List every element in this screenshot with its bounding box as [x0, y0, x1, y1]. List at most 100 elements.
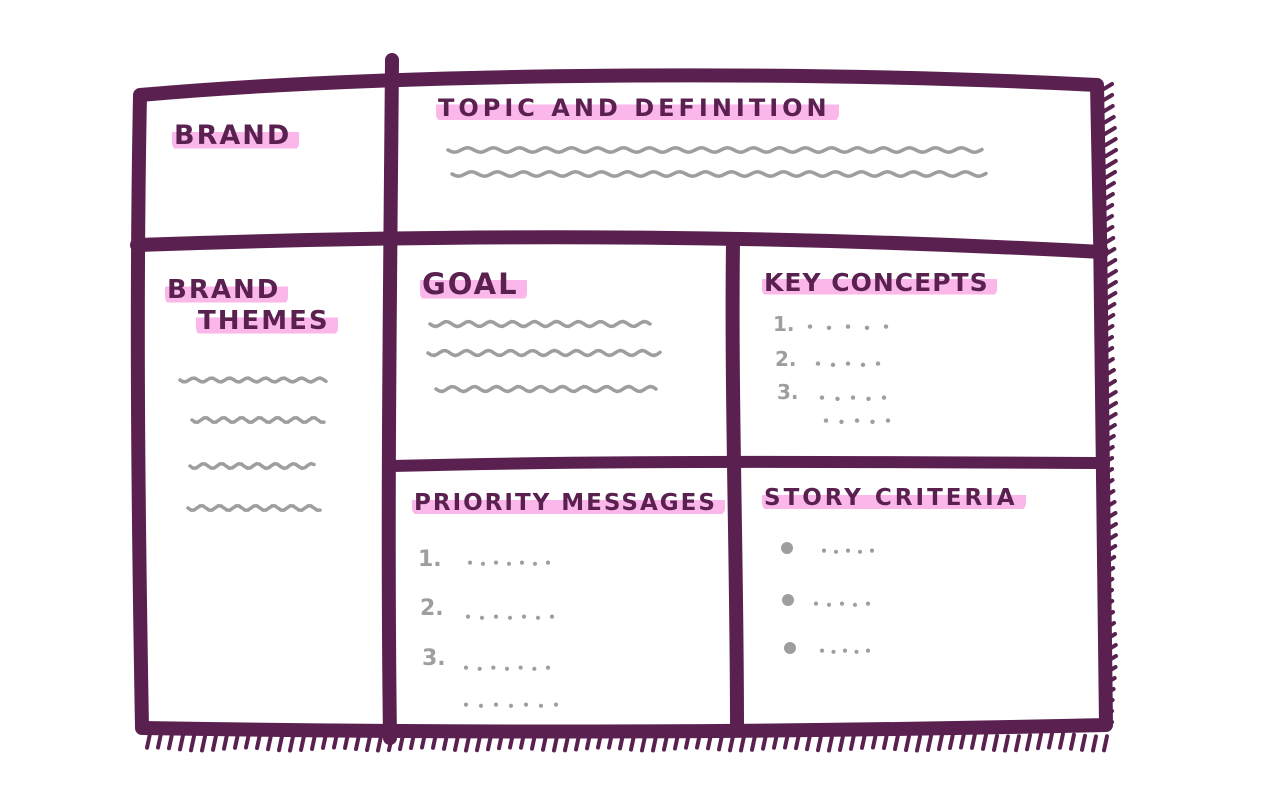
hatch-mark: [376, 734, 383, 753]
hatch-mark: [497, 732, 504, 751]
hatch-mark: [233, 731, 240, 750]
hatch-mark: [310, 732, 317, 751]
hatch-mark: [849, 732, 856, 751]
placeholder-dot: [493, 560, 499, 565]
hatch-mark: [1102, 621, 1117, 631]
hatch-mark: [442, 732, 449, 751]
hatch-mark: [1100, 588, 1115, 598]
scribble-line: [190, 416, 326, 424]
placeholder-dot: [845, 324, 851, 329]
divider-header: [130, 230, 1109, 259]
hatch-mark: [1103, 148, 1118, 158]
placeholder-dot: [538, 703, 544, 708]
placeholder-dot: [532, 666, 537, 671]
hatch-mark: [255, 732, 262, 751]
divider-lower: [386, 455, 1110, 472]
placeholder-dot: [493, 614, 499, 619]
hatch-mark: [739, 734, 746, 753]
hatch-mark: [1101, 687, 1116, 697]
hatch-mark: [684, 731, 691, 750]
hatch-mark: [1100, 698, 1115, 708]
hatch-mark: [706, 732, 713, 751]
goal-label-text: GOAL: [420, 267, 527, 301]
hatch-mark: [1103, 643, 1118, 653]
placeholder-dot: [493, 702, 499, 707]
divider-middle: [725, 235, 744, 735]
hatch-mark: [145, 731, 152, 750]
placeholder-dot: [854, 418, 860, 423]
placeholder-dot: [831, 649, 836, 654]
hatch-mark: [1103, 390, 1118, 400]
placeholder-dot: [830, 362, 836, 367]
placeholder-dot: [463, 665, 469, 670]
hatch-mark: [651, 734, 658, 753]
placeholder-dot: [819, 395, 825, 400]
hatch-mark: [1101, 181, 1116, 191]
placeholder-dot: [852, 602, 858, 607]
hatch-mark: [288, 734, 295, 753]
hatch-mark: [431, 731, 438, 750]
hatch-mark: [1102, 126, 1117, 136]
hatch-mark: [178, 733, 185, 752]
placeholder-dot: [835, 396, 840, 401]
hatch-mark: [1103, 544, 1118, 554]
hatch-mark: [871, 731, 878, 750]
placeholder-dot: [549, 614, 555, 619]
placeholder-dot: [553, 702, 559, 707]
hatch-mark: [981, 732, 988, 751]
topic-label-text: TOPIC AND DEFINITION: [436, 94, 839, 122]
hatch-mark: [398, 733, 405, 752]
placeholder-dot: [523, 702, 529, 707]
hatch-mark: [1102, 734, 1109, 753]
hatch-mark: [343, 731, 350, 750]
hatch-mark: [365, 734, 372, 753]
placeholder-dot: [521, 614, 527, 619]
key-concepts-number-3: 3.: [777, 380, 799, 404]
hatch-mark: [937, 733, 944, 752]
hatch-mark: [662, 733, 669, 752]
hatch-mark: [409, 732, 416, 751]
scribble-line: [450, 170, 988, 178]
scribble-line: [178, 376, 328, 384]
brand-themes-label-line2: THEMES: [196, 306, 338, 336]
hatch-mark: [882, 731, 889, 750]
placeholder-dot: [463, 702, 469, 707]
hatch-mark: [1080, 733, 1087, 752]
hatch-mark: [1100, 709, 1115, 719]
hatch-mark: [1101, 610, 1116, 620]
hatch-mark: [1103, 665, 1118, 675]
placeholder-dot: [839, 419, 844, 424]
hatch-mark: [530, 732, 537, 751]
scribble-line: [434, 384, 658, 394]
hatch-mark: [673, 732, 680, 751]
placeholder-dot: [854, 649, 859, 654]
hatch-mark: [420, 731, 427, 750]
placeholder-dot: [518, 665, 523, 670]
key-concepts-number-1: 1.: [773, 312, 795, 336]
scribble-line: [428, 319, 652, 329]
placeholder-dot: [807, 324, 813, 329]
hatch-mark: [1103, 533, 1118, 543]
hatch-mark: [794, 732, 801, 751]
placeholder-dot: [480, 561, 486, 566]
placeholder-dot: [532, 561, 538, 566]
placeholder-dot: [479, 615, 485, 620]
hatch-mark: [574, 733, 581, 752]
hatch-mark: [1101, 566, 1116, 576]
scribble-line: [186, 504, 322, 512]
hatch-mark: [772, 731, 779, 750]
brand-themes-line1-text: BRAND: [165, 275, 289, 305]
hatch-mark: [1102, 555, 1117, 565]
placeholder-dot: [857, 549, 863, 554]
key-concepts-label: KEY CONCEPTS: [762, 268, 997, 297]
hatch-mark: [277, 734, 284, 753]
hatch-mark: [1103, 258, 1118, 268]
hatch-mark: [827, 734, 834, 753]
hatch-mark: [893, 733, 900, 752]
hatch-mark: [1100, 335, 1115, 345]
placeholder-dot: [885, 418, 891, 423]
dot-placeholders: [463, 324, 891, 708]
placeholder-dot: [833, 549, 839, 554]
placeholder-dot: [507, 615, 513, 620]
hatch-mark: [1100, 93, 1115, 103]
